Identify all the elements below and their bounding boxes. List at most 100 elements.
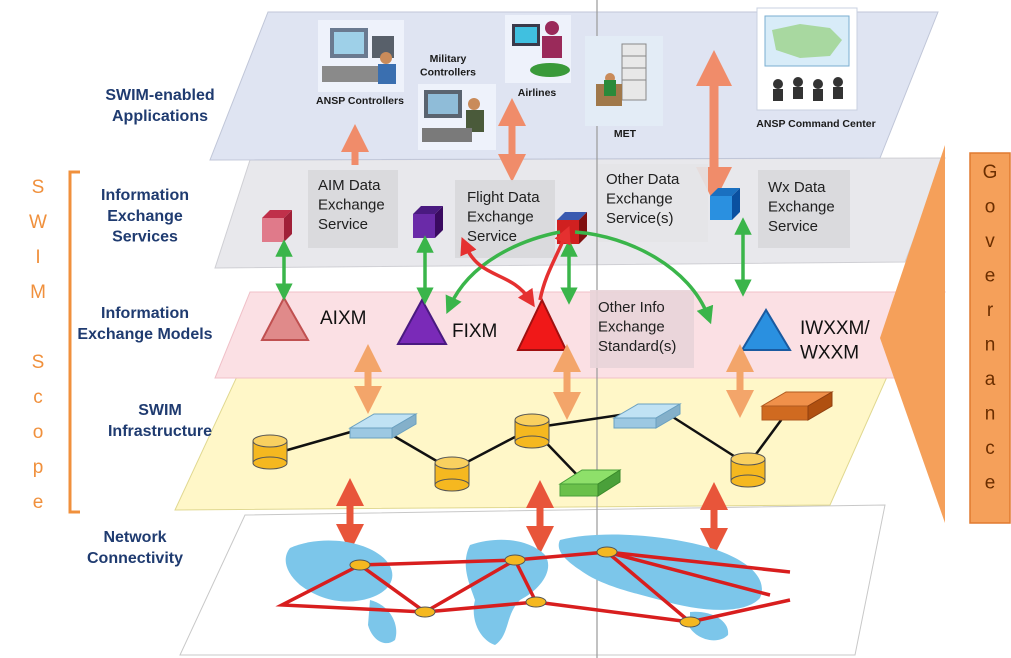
military-label-line: Controllers: [420, 67, 476, 79]
governance-box: [969, 152, 1011, 524]
infra-box-2: [612, 403, 682, 429]
governance-letter: a: [985, 369, 996, 390]
wx-cube-icon: [710, 188, 740, 220]
db-cylinder-4: [730, 452, 766, 488]
scope-letter: p: [33, 457, 44, 478]
other-std-triangle-icon: [516, 297, 568, 351]
aim-service-label-line: Service: [318, 216, 368, 233]
ansp-controllers-label: ANSP Controllers: [316, 95, 404, 107]
scope-letter: S: [32, 177, 45, 198]
wx-service-label-line: Exchange: [768, 199, 835, 216]
fixm-cube-icon: [413, 206, 443, 238]
command-center-icon: [756, 7, 858, 111]
command-center-label: ANSP Command Center: [756, 118, 875, 130]
scope-letter: c: [33, 387, 43, 408]
governance-letter: n: [985, 335, 996, 356]
flight-service-label-line: Service: [467, 228, 517, 245]
iwxxm-label: IWXXM/WXXM: [800, 318, 870, 364]
military-controllers-icon: [418, 84, 496, 150]
network-node-5: [596, 546, 618, 558]
infra-box-orange: [760, 391, 834, 421]
scope-letter: S: [32, 352, 45, 373]
governance-letter: v: [985, 231, 995, 252]
infrastructure: [252, 391, 834, 497]
label-services-line: Exchange: [107, 208, 183, 225]
scope-letter: e: [33, 492, 44, 513]
label-infrastructure-line: Infrastructure: [108, 423, 212, 440]
label-network-line: Connectivity: [87, 550, 183, 567]
met-icon: [585, 36, 663, 126]
scope-letter: I: [35, 247, 40, 268]
label-infrastructure-line: SWIM: [138, 402, 182, 419]
flight-service-label-line: Exchange: [467, 209, 534, 226]
governance-letter: e: [985, 473, 996, 494]
infra-box-1: [348, 413, 418, 439]
label-services-line: Information: [101, 187, 189, 204]
other-service-label-line: Other Data: [606, 171, 680, 188]
governance-letter: c: [985, 438, 995, 459]
model-infra-arrows: [354, 344, 754, 420]
scope-letter: M: [30, 282, 46, 303]
aixm-label: AIXM: [320, 308, 366, 329]
flight-cube-icon: [557, 212, 587, 244]
red-arrow-loop: [460, 236, 535, 308]
red-arrow-up: [538, 225, 571, 301]
network-node-2: [414, 606, 436, 618]
label-services-line: Services: [112, 229, 178, 246]
db-cylinder-3: [514, 413, 550, 449]
governance-letter: e: [985, 266, 996, 287]
scope-letter: W: [29, 212, 47, 233]
iwxxm-label-line: IWXXM/: [800, 318, 870, 339]
other-std-label-line: Exchange: [598, 319, 665, 336]
label-infrastructure: SWIM Infrastructure: [108, 402, 212, 440]
scope-bracket: [68, 170, 80, 514]
green-arrow-curve-right: [574, 230, 714, 325]
met-label: MET: [614, 128, 637, 140]
military-label-line: Military: [430, 53, 467, 65]
other-std-label-line: Other Info: [598, 299, 665, 316]
other-std-label-line: Standard(s): [598, 338, 676, 355]
fixm-label: FIXM: [452, 321, 497, 342]
ansp-controllers-icon: [318, 20, 404, 92]
governance-letter: r: [987, 300, 994, 321]
other-service-label-line: Exchange: [606, 191, 673, 208]
aim-cube-icon: [262, 210, 292, 242]
network-node-6: [679, 616, 701, 628]
infra-box-green: [558, 469, 622, 497]
label-models-line: Information: [101, 305, 189, 322]
red-arrows: [460, 225, 571, 308]
network-node-1: [349, 559, 371, 571]
aim-service-label-line: AIM Data: [318, 177, 381, 194]
flight-service-label-line: Flight Data: [467, 189, 540, 206]
network-node-4: [525, 596, 547, 608]
governance-letter: o: [985, 197, 996, 218]
governance-letter: G: [983, 162, 998, 183]
airlines-label: Airlines: [518, 87, 557, 99]
label-applications-line: Applications: [112, 108, 208, 125]
airlines-icon: [505, 15, 571, 83]
label-network-line: Network: [103, 529, 166, 546]
db-cylinder-1: [252, 434, 288, 470]
network-node-3: [504, 554, 526, 566]
fixm-triangle-icon: [396, 297, 448, 345]
db-cylinder-2: [434, 456, 470, 492]
infra-network-arrows: [336, 478, 728, 556]
scope-letter: o: [33, 422, 44, 443]
aim-service-label-line: Exchange: [318, 197, 385, 214]
iwxxm-triangle-icon: [740, 308, 792, 351]
iwxxm-label-line: WXXM: [800, 343, 859, 364]
label-applications-line: SWIM-enabled: [105, 87, 214, 104]
